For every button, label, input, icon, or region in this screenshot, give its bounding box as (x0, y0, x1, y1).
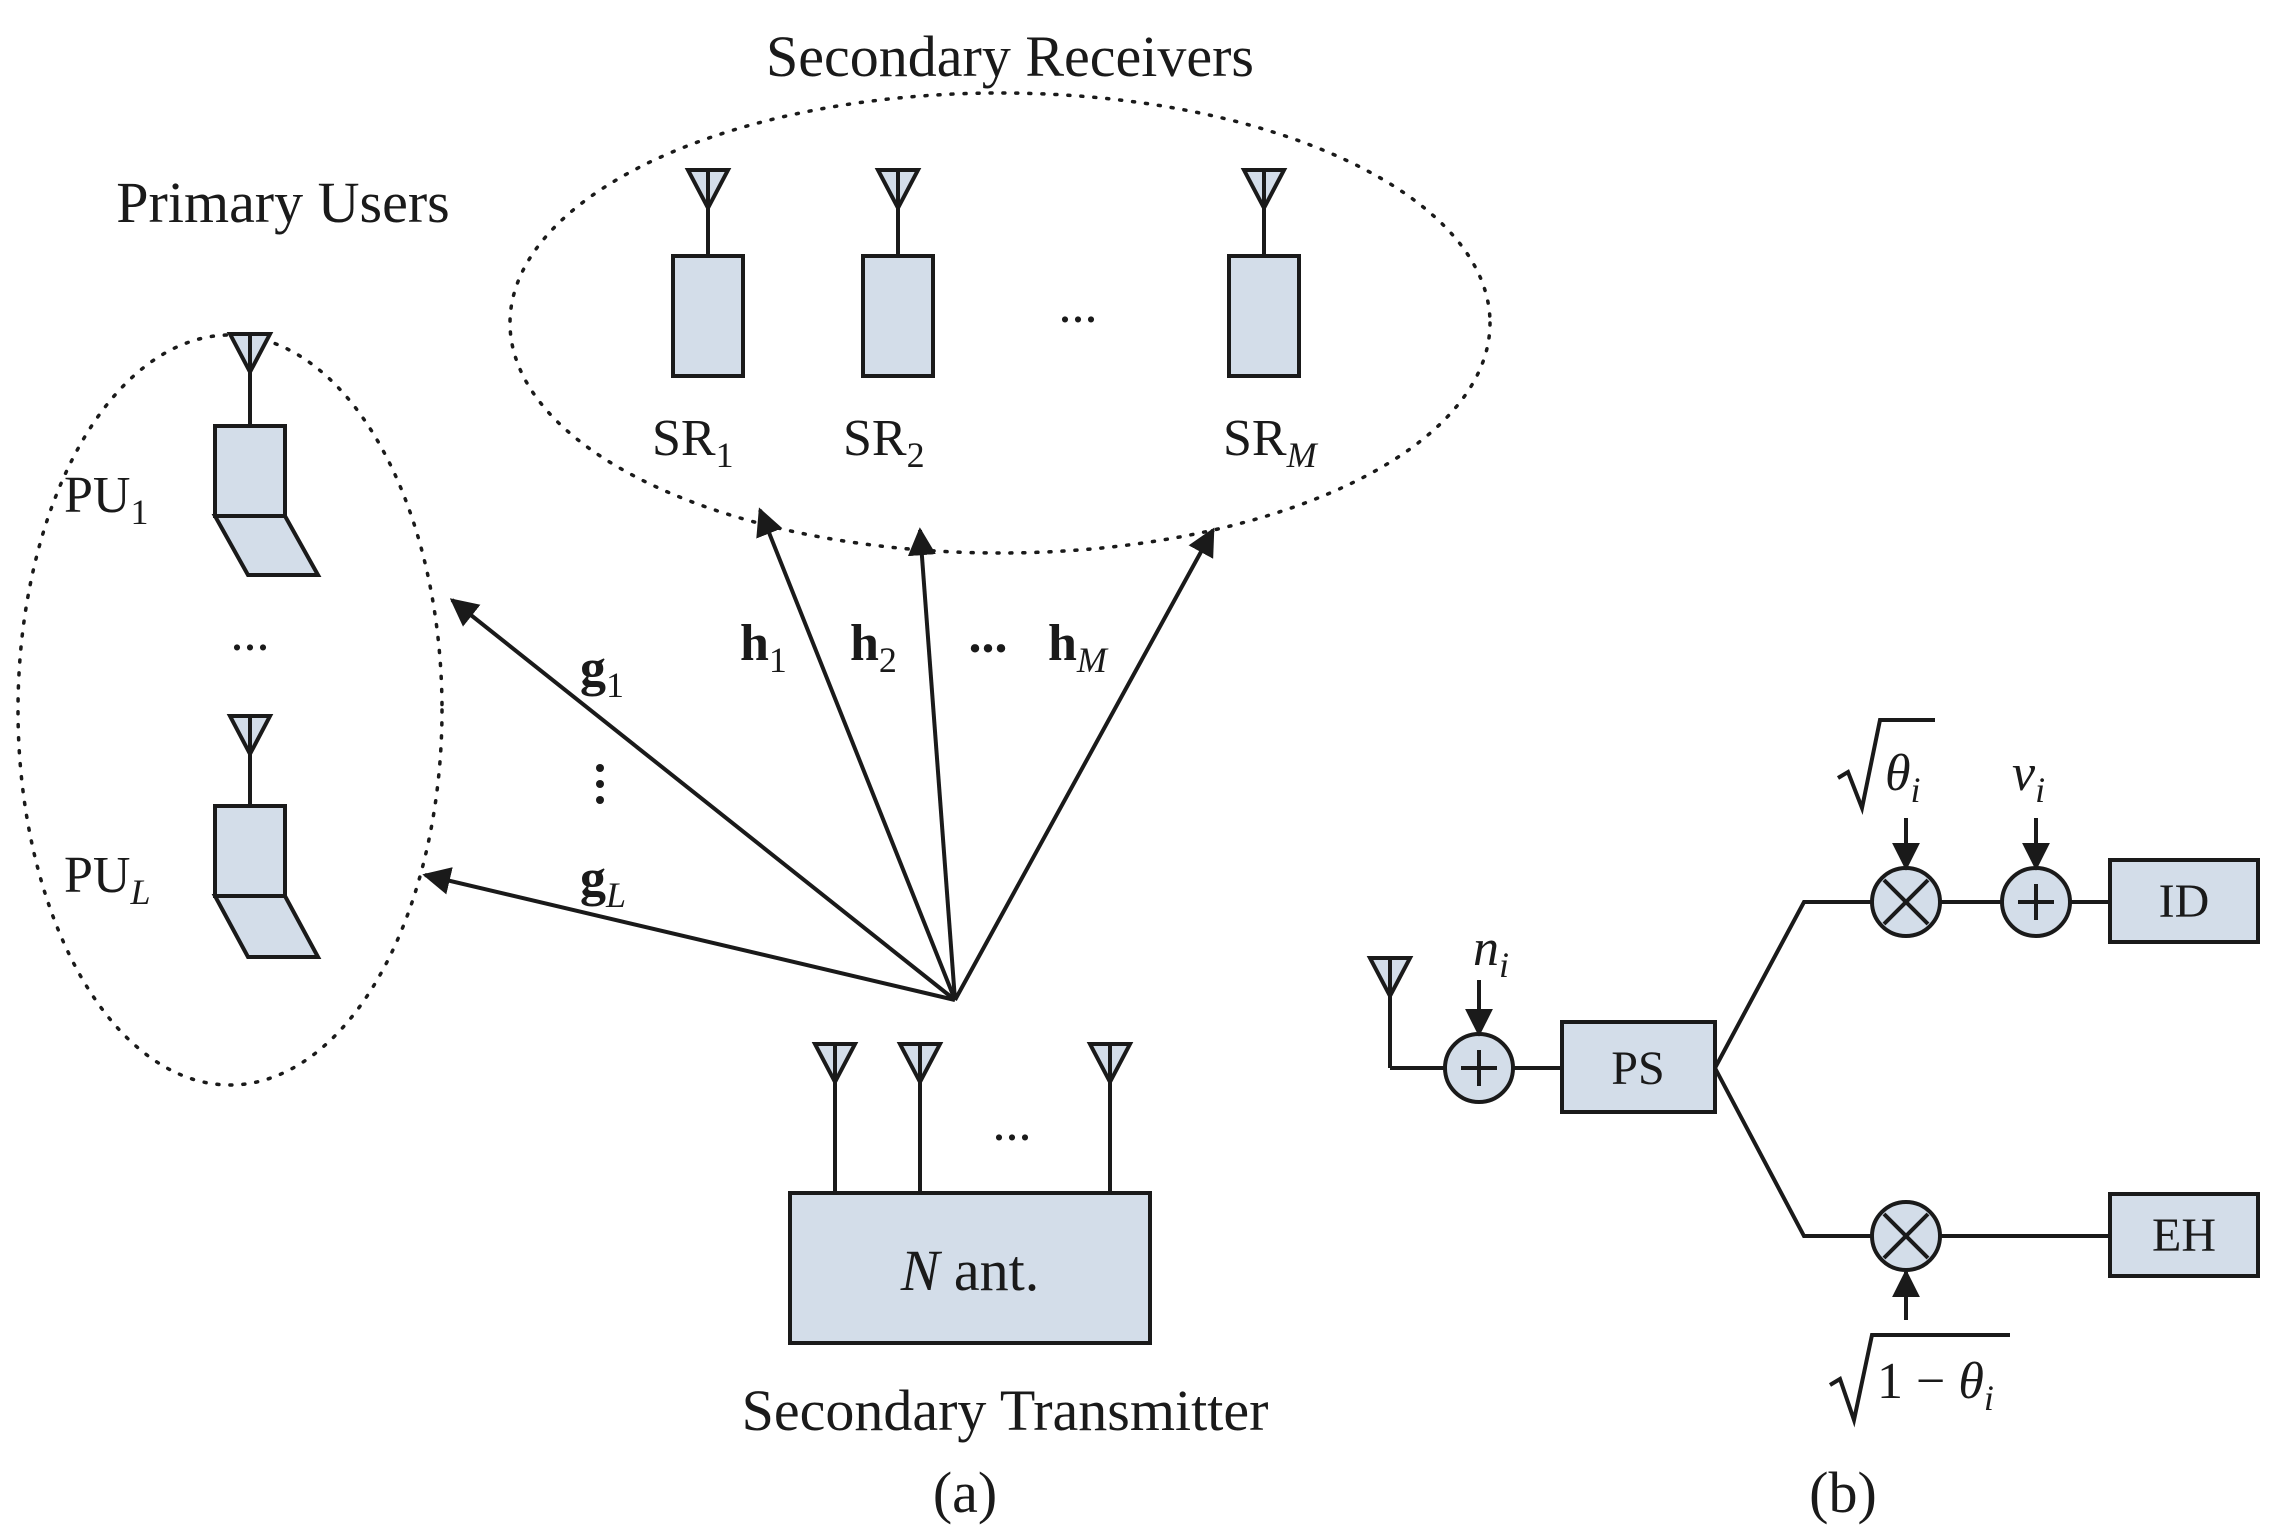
secondary-transmitter-label: Secondary Transmitter (742, 1378, 1269, 1443)
secondary-receivers-boundary (508, 91, 1492, 555)
sr-2-label: SR2 (843, 410, 925, 475)
caption-b: (b) (1809, 1460, 1877, 1525)
phone-keypad (211, 894, 322, 959)
pu-1-label: PU1 (64, 467, 148, 532)
antenna-icon (686, 168, 730, 210)
tx-antenna-ellipsis: ... (993, 1095, 1032, 1152)
antenna-icon (813, 1042, 857, 1084)
pu-l-label: PUL (64, 847, 151, 912)
arrow-h1 (756, 507, 957, 1001)
pu-l: PUL (64, 714, 322, 959)
antenna-icon (898, 1042, 942, 1084)
primary-users-label: Primary Users (116, 170, 449, 235)
sqrt-one-minus-theta-label: 1 − θi (1828, 1333, 2010, 1428)
antenna-icon (1242, 168, 1286, 210)
caption-a: (a) (933, 1460, 997, 1525)
primary-users-boundary (16, 333, 444, 1087)
id-box (2108, 858, 2260, 944)
noise-n-label: ni (1473, 920, 1509, 985)
antenna-icon (1088, 1042, 1132, 1084)
transmitter-box (788, 1191, 1152, 1345)
channel-arrows: h1 h2 ... hM g1 gL (422, 507, 1215, 1002)
eh-box (2108, 1192, 2260, 1278)
h1-label: h1 (740, 615, 787, 680)
sr-1-label: SR1 (652, 410, 734, 475)
id-branch-line (1713, 900, 1872, 1069)
sr-2: SR2 (843, 168, 935, 475)
arrow-hm (953, 527, 1215, 1001)
noise-adder-n: ni (1443, 920, 1515, 1104)
arrow-h2 (907, 527, 957, 1001)
receiver-device (1227, 254, 1301, 378)
gl-label: gL (580, 850, 626, 915)
eh-label: EH (2152, 1209, 2216, 1262)
h-ellipsis: ... (969, 607, 1008, 664)
phone-screen (213, 424, 287, 518)
phone-screen (213, 804, 287, 898)
sqrt-theta-label: θi (1836, 718, 1935, 816)
multiplier-upper (1870, 818, 1942, 938)
transmitter-box-label: N ant. (900, 1238, 1040, 1303)
pu-ellipsis: ... (231, 605, 270, 662)
power-splitter-box (1560, 1020, 1717, 1114)
sr-ellipsis: ... (1059, 277, 1098, 334)
arrow-g1 (449, 598, 957, 1002)
antenna-icon (228, 332, 272, 374)
id-label: ID (2159, 875, 2210, 928)
receiver-architecture: ni PS θi vi (1368, 718, 2260, 1428)
receiver-device (861, 254, 935, 378)
antenna-icon (876, 168, 920, 210)
sr-m: SRM (1223, 168, 1319, 475)
secondary-receivers-label: Secondary Receivers (766, 24, 1254, 89)
sr-m-label: SRM (1223, 410, 1319, 475)
arrow-gl (422, 867, 956, 1002)
noise-v-label: vi (2012, 745, 2045, 810)
primary-users-group: Primary Users PU1 ... PUL (16, 170, 450, 1087)
g1-label: g1 (580, 640, 624, 705)
pu-1: PU1 (64, 332, 322, 577)
phone-keypad (211, 514, 322, 577)
hm-label: hM (1048, 615, 1109, 680)
svg-text:1 − θi: 1 − θi (1877, 1353, 1994, 1418)
secondary-transmitter: ... N ant. Secondary Transmitter (742, 1042, 1269, 1443)
svg-text:θi: θi (1885, 745, 1921, 810)
multiplier-lower (1870, 1200, 1942, 1320)
eh-branch-line (1713, 1067, 1872, 1238)
receiver-device (671, 254, 745, 378)
antenna-icon (228, 714, 272, 756)
sr-1: SR1 (652, 168, 745, 475)
h2-label: h2 (850, 615, 897, 680)
vertical-ellipsis (596, 764, 604, 804)
noise-adder-v: vi (2000, 745, 2072, 938)
ps-label: PS (1611, 1042, 1664, 1095)
antenna-icon (1368, 956, 1412, 998)
secondary-receivers-group: Secondary Receivers SR1 SR2 ... SRM (508, 24, 1492, 555)
